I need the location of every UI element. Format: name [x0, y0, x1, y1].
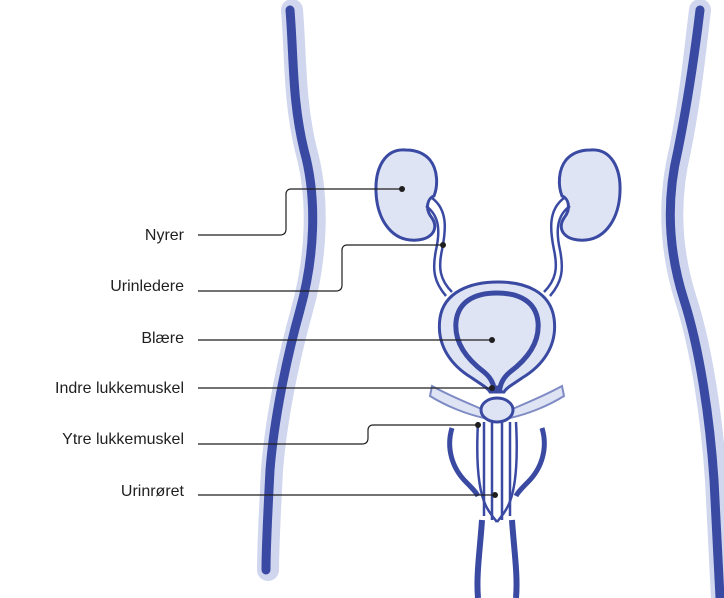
label-bladder: Blære: [141, 330, 184, 348]
label-ureters: Urinledere: [110, 278, 184, 296]
label-external-sphincter: Ytre lukkemuskel: [62, 431, 184, 449]
label-urethra: Urinrøret: [121, 483, 184, 501]
urethra: [477, 420, 516, 522]
body-left-contour: [266, 10, 315, 570]
label-kidneys: Nyrer: [145, 227, 184, 245]
leader-external-sphincter: [198, 425, 478, 444]
label-internal-sphincter: Indre lukkemuskel: [55, 380, 184, 398]
right-kidney: [559, 150, 620, 240]
left-kidney: [376, 150, 437, 240]
body-right-contour: [670, 10, 722, 598]
lower-shaft: [450, 428, 545, 598]
prostate: [481, 398, 513, 422]
leader-kidneys: [198, 189, 402, 235]
